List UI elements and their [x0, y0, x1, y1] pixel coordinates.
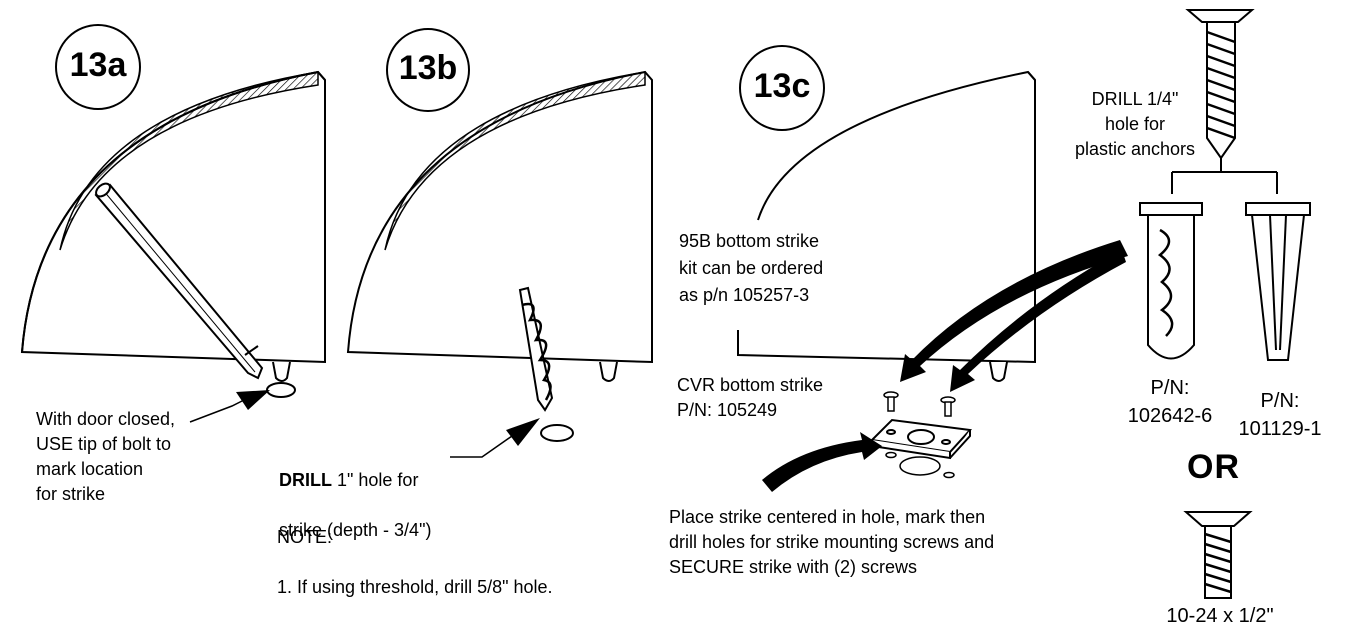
step-badge-13b-circle	[386, 28, 470, 112]
curved-arrows-anchors-to-screws	[900, 240, 1128, 392]
step-badge-13c-circle	[739, 45, 825, 131]
door-panel-13a	[20, 70, 326, 382]
strike-screw-right-icon	[940, 396, 956, 417]
instruction-13b: DRILL 1" hole for strike (depth - 3/4")	[279, 443, 431, 568]
strike-pilot-holes	[885, 451, 955, 479]
pencil-icon	[94, 182, 264, 380]
machine-screw-size: 10-24 x 1/2"	[1166, 605, 1274, 627]
place-instruction-13c: Place strike centered in hole, mark then…	[669, 507, 995, 577]
strike-mark	[266, 382, 296, 398]
door-panel-13c	[737, 70, 1036, 382]
curved-arrow-place-strike	[762, 432, 882, 492]
note-item: 1. If using threshold, drill 5/8" hole.	[277, 577, 553, 597]
drill-bit-icon	[518, 286, 554, 412]
callout-arrow-13b	[450, 418, 540, 458]
drill-text-line2: strike (depth - 3/4")	[279, 520, 432, 540]
step-badge-13a-circle	[55, 24, 141, 110]
drilled-hole-13b	[540, 424, 574, 442]
wood-screw-icon	[1185, 9, 1255, 160]
step-label-13a: 13a	[69, 46, 127, 84]
drill-anchor-note: DRILL 1/4" hole for plastic anchors	[1074, 89, 1196, 159]
kit-note-13c: 95B bottom strike kit can be ordered as …	[679, 231, 824, 305]
note-title: NOTE:	[277, 527, 333, 547]
or-label: OR	[1187, 448, 1240, 486]
drill-text: 1" hole for	[332, 470, 419, 490]
plastic-anchor-ribbed-icon	[1139, 202, 1203, 360]
instruction-13a: With door closed, USE tip of bolt to mar…	[36, 409, 176, 504]
callout-arrow-13a	[189, 390, 270, 423]
strike-screw-left-icon	[883, 391, 899, 412]
step-label-13c: 13c	[753, 67, 811, 105]
drill-label: DRILL	[279, 470, 332, 490]
note-13b: NOTE: 1. If using threshold, drill 5/8" …	[277, 500, 553, 625]
bracket-connector	[1171, 158, 1278, 194]
step-label-13b: 13b	[398, 49, 458, 87]
machine-screw-icon	[1183, 511, 1253, 599]
plastic-anchor-tapered-icon	[1245, 202, 1311, 361]
anchor-2-part-number: P/N: 101129-1	[1238, 390, 1322, 440]
strike-plate-icon	[869, 418, 973, 460]
anchor-1-part-number: P/N: 102642-6	[1127, 377, 1213, 427]
door-panel-13b	[346, 70, 653, 382]
cvr-strike-label: CVR bottom strike P/N: 105249	[677, 375, 824, 420]
